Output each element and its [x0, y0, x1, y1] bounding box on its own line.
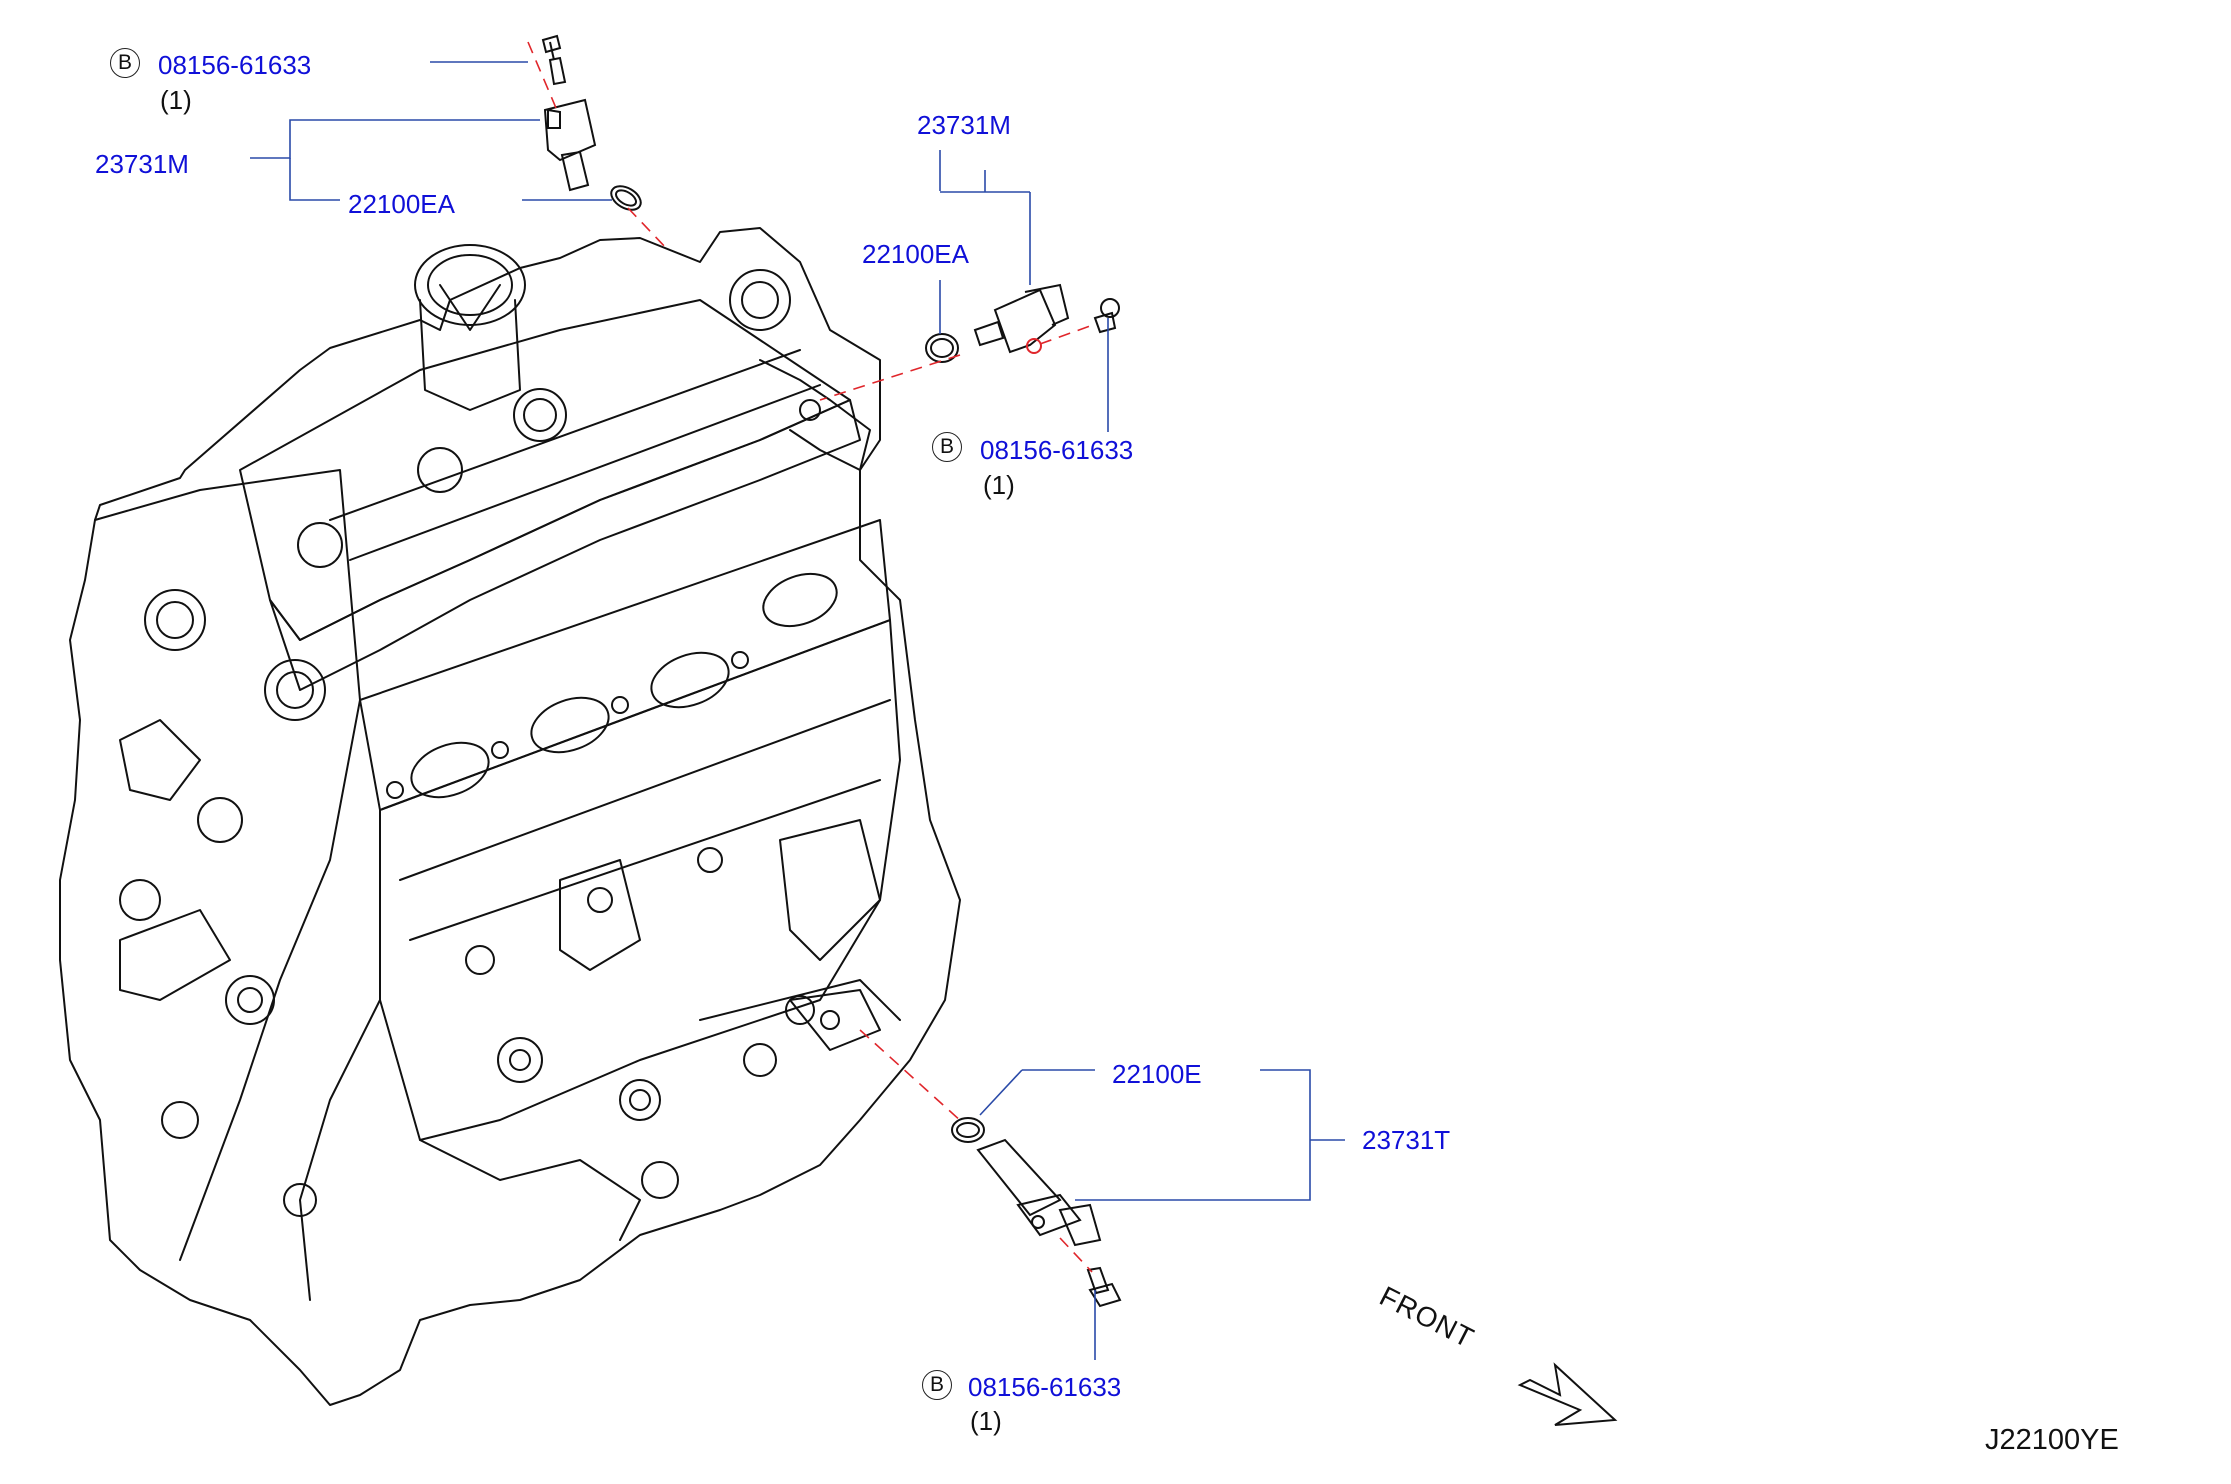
engine-block-drawing: [59, 227, 961, 1406]
cam-sensor-top: [541, 34, 642, 211]
crank-sensor: [951, 1117, 1122, 1308]
leader-lines: [250, 61, 1345, 1360]
bolt-bottom-qty: (1): [970, 1406, 1002, 1436]
cam-sensor-top-part-number: 23731M: [95, 149, 189, 179]
bolt-bottom-badge: B: [922, 1370, 952, 1400]
bolt-top-badge: B: [110, 48, 140, 78]
cam-sensor-right-part-number: 23731M: [917, 110, 1011, 140]
cam-sensor-right: [925, 283, 1120, 363]
oring-crank-part-number: 22100E: [1112, 1059, 1202, 1089]
bolt-top-part-number: 08156-61633: [158, 50, 312, 80]
bolt-bottom-part-number: 08156-61633: [968, 1372, 1122, 1402]
bolt-right-badge: B: [932, 432, 962, 462]
oring-top-part-number: 22100EA: [348, 189, 455, 219]
bolt-right-qty: (1): [983, 470, 1015, 500]
assembly-dash-lines: [527, 41, 1093, 1273]
bolt-right-part-number: 08156-61633: [980, 435, 1134, 465]
oring-right-part-number: 22100EA: [862, 239, 969, 269]
front-arrow-icon: [1517, 1362, 1618, 1426]
crank-sensor-part-number: 23731T: [1362, 1125, 1451, 1155]
diagram-code: J22100YE: [1985, 1424, 2119, 1456]
bolt-top-qty: (1): [160, 85, 192, 115]
